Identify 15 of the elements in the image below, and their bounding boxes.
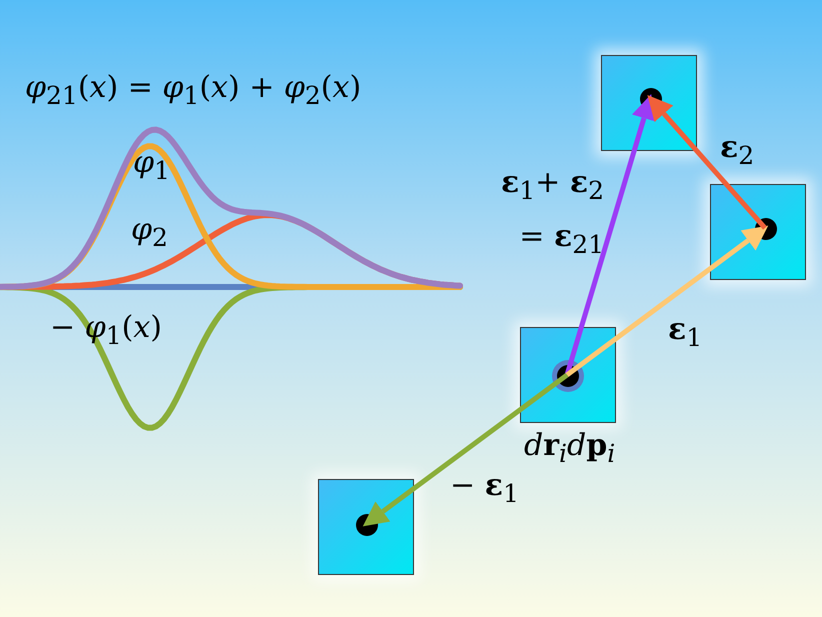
- arrow: [564, 94, 656, 376]
- edge-label: ε$_{1}$+ ε$_{2}$ = ε$_{21}$: [500, 164, 604, 261]
- cell-label: dr$_{i}$dp$_{i}$: [524, 428, 616, 468]
- curve-label: φ$_{1}$: [133, 145, 170, 185]
- edge-label: ε$_{1}$: [668, 312, 702, 352]
- square-cell: [520, 327, 616, 423]
- arrow: [647, 95, 767, 230]
- arrow: [362, 373, 568, 526]
- edge-label: ε$_{2}$: [720, 130, 754, 170]
- curve-label: φ$_{2}$: [131, 212, 168, 252]
- arrow: [566, 226, 768, 377]
- edge-label: − ε$_{1}$: [450, 468, 519, 508]
- square-cell: [318, 479, 414, 575]
- formula-label: φ$_{21}$(x) = φ$_{1}$(x) + φ$_{2}$(x): [25, 70, 362, 110]
- square-cell: [710, 184, 806, 280]
